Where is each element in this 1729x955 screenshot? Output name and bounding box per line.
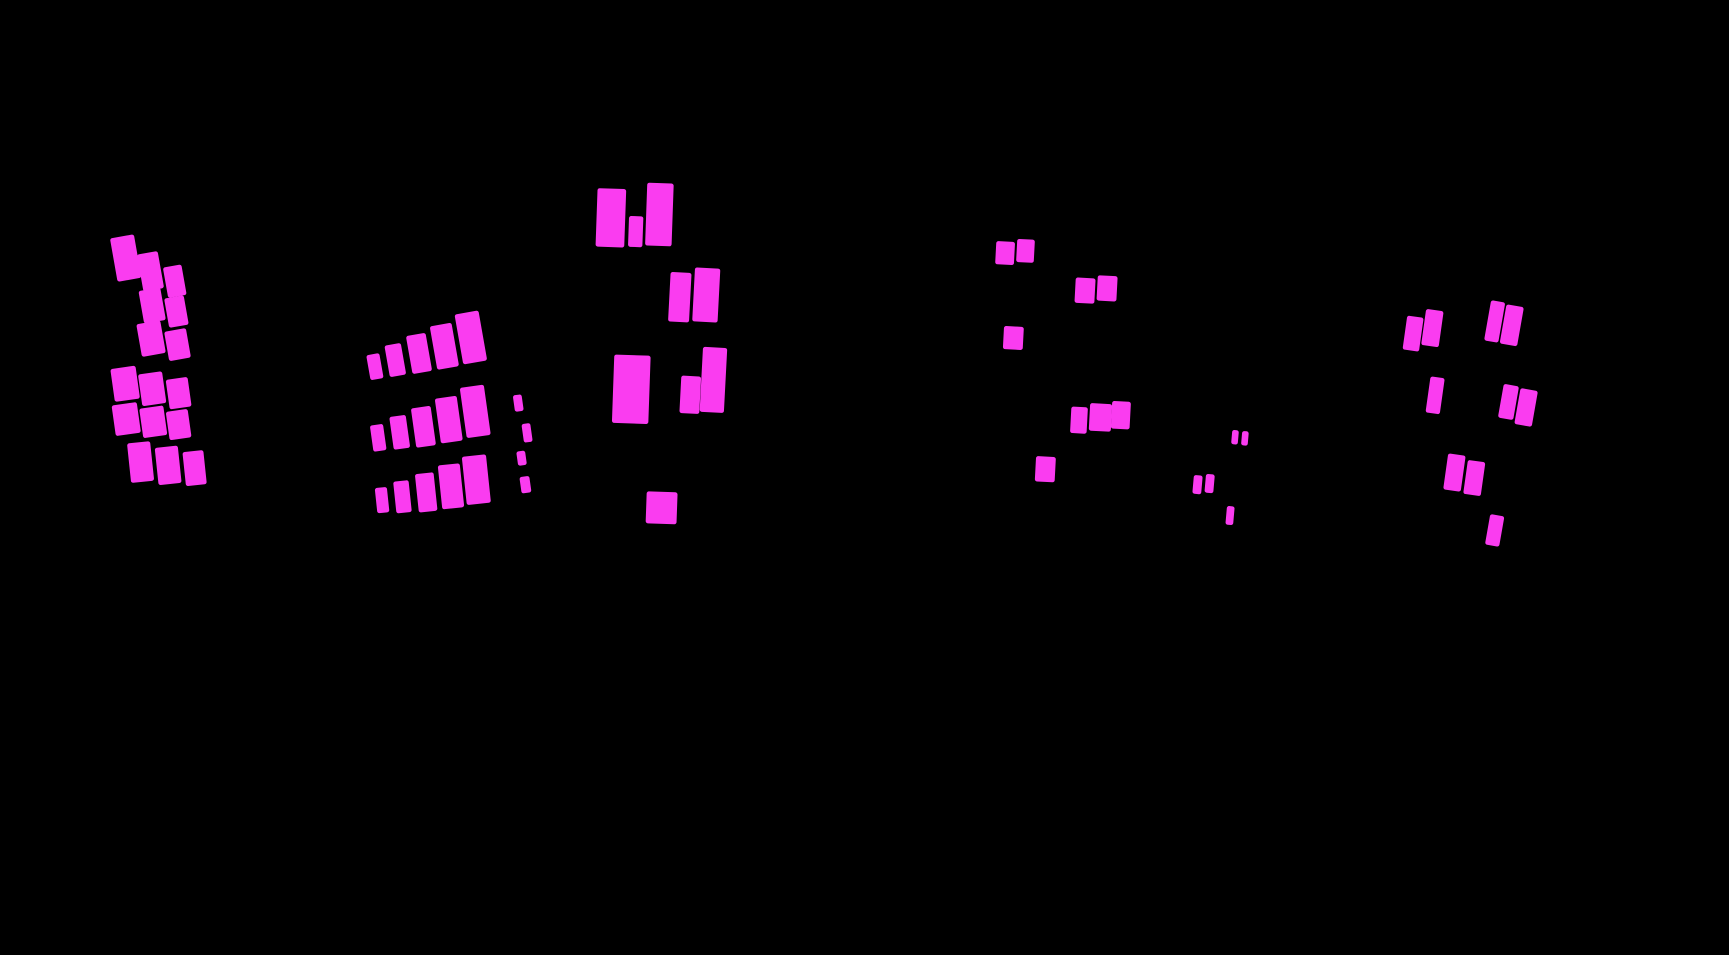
window-light xyxy=(611,354,651,425)
window-light xyxy=(1463,460,1486,496)
window-light xyxy=(1231,430,1239,445)
window-light xyxy=(136,320,166,357)
window-light xyxy=(1034,456,1056,483)
window-light xyxy=(1192,475,1203,495)
window-light xyxy=(521,423,533,443)
window-light xyxy=(1070,406,1088,434)
window-light xyxy=(389,415,410,450)
window-light xyxy=(182,450,207,487)
window-light xyxy=(110,234,142,282)
window-light xyxy=(668,271,692,323)
window-light xyxy=(415,472,438,513)
window-light xyxy=(435,395,463,444)
window-light xyxy=(692,267,721,323)
window-light xyxy=(165,377,192,410)
window-light xyxy=(699,346,728,413)
window-light xyxy=(1421,309,1444,348)
window-light xyxy=(139,405,168,438)
window-light xyxy=(454,310,487,365)
window-light xyxy=(154,445,182,486)
window-light xyxy=(1443,453,1466,492)
window-light xyxy=(1484,300,1505,343)
window-light xyxy=(1498,384,1519,420)
window-light xyxy=(384,343,406,377)
window-light xyxy=(513,394,524,412)
window-light xyxy=(366,353,384,380)
window-light xyxy=(110,365,140,402)
window-light xyxy=(1225,506,1235,526)
window-light xyxy=(430,322,459,370)
window-light xyxy=(628,216,644,248)
window-light xyxy=(164,295,189,328)
window-light xyxy=(645,182,674,247)
window-light xyxy=(1485,514,1505,547)
window-light xyxy=(1514,388,1538,427)
window-light xyxy=(1016,238,1035,263)
window-light xyxy=(137,251,164,292)
window-light xyxy=(1241,431,1249,446)
window-light xyxy=(995,241,1015,266)
window-light xyxy=(1110,401,1131,430)
window-light xyxy=(411,406,436,448)
window-light xyxy=(138,287,166,324)
window-light xyxy=(166,409,192,441)
window-light xyxy=(516,450,527,466)
window-light xyxy=(1096,275,1118,302)
window-light xyxy=(519,476,532,494)
window-light xyxy=(437,463,465,510)
window-light xyxy=(127,441,154,483)
window-light xyxy=(111,402,141,436)
window-light xyxy=(1402,315,1424,352)
window-light xyxy=(595,188,627,248)
window-light xyxy=(1425,376,1445,415)
window-light xyxy=(1074,277,1096,304)
window-light xyxy=(645,491,678,525)
window-light xyxy=(1499,304,1524,347)
window-light xyxy=(164,328,191,361)
window-light xyxy=(461,454,491,505)
window-light xyxy=(163,264,187,298)
window-light xyxy=(406,333,432,374)
window-light xyxy=(1204,474,1215,494)
window-light xyxy=(393,480,412,514)
window-light xyxy=(1088,403,1113,432)
window-light xyxy=(374,487,390,514)
window-light xyxy=(138,371,167,406)
window-light xyxy=(459,384,491,438)
window-light xyxy=(1002,326,1024,350)
window-light xyxy=(679,375,702,414)
window-light xyxy=(370,424,387,452)
